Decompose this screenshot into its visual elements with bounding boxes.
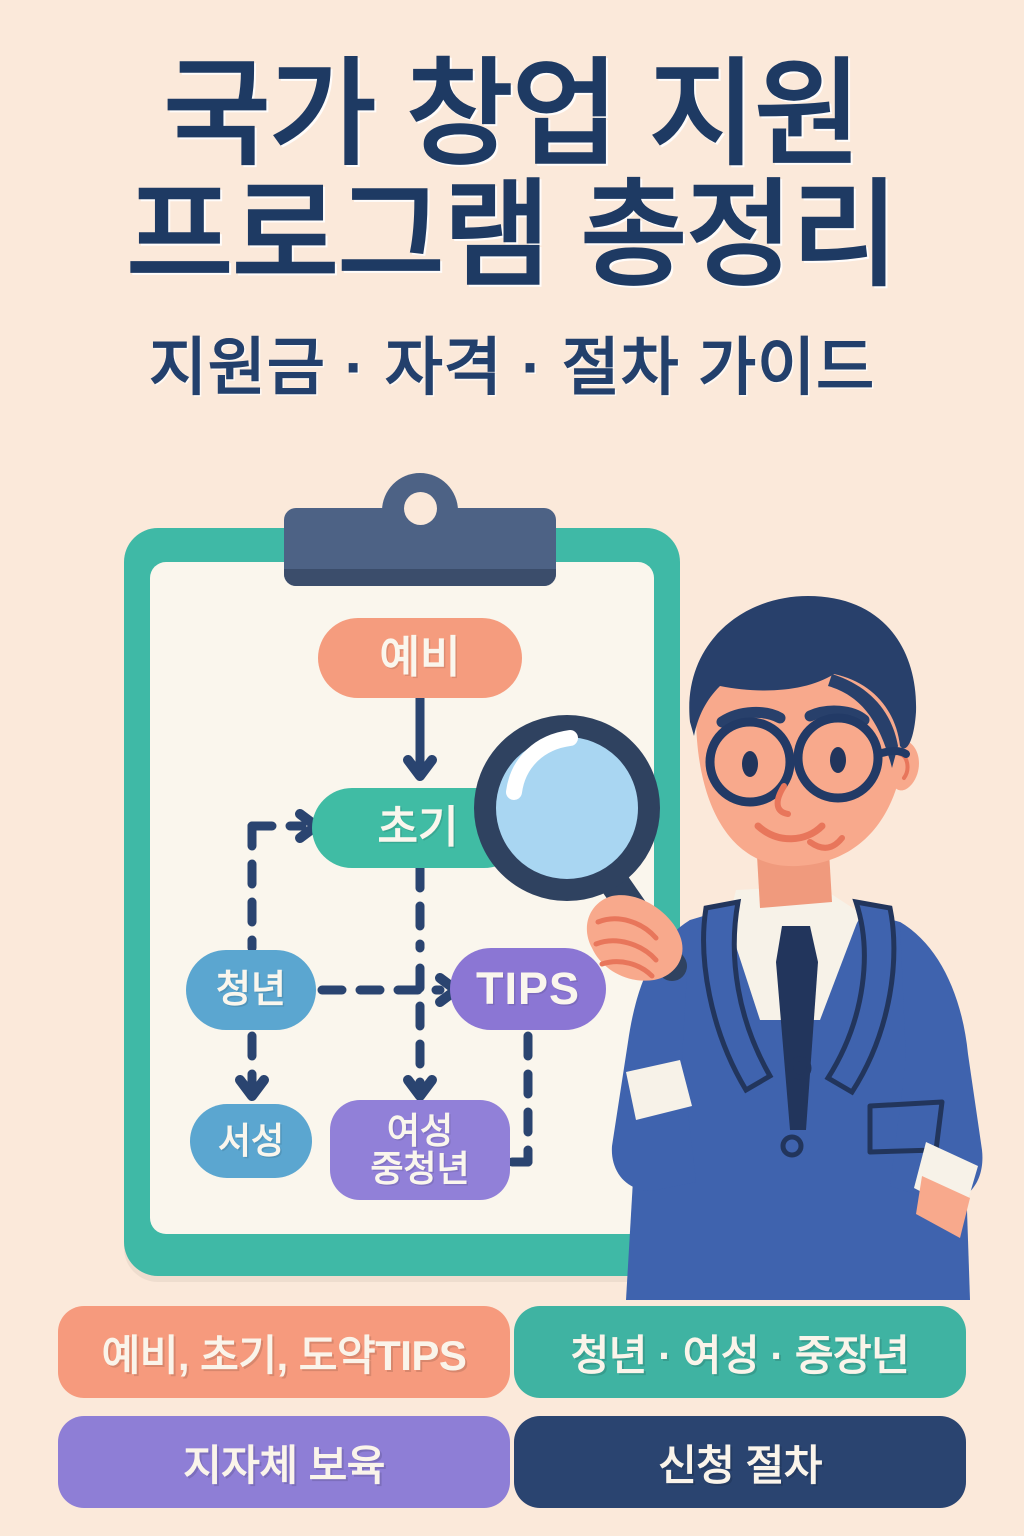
flow-node-yeoseong-label-line2: 중청년 bbox=[370, 1148, 470, 1189]
page-title-line1: 국가 창업 지원 bbox=[163, 49, 862, 179]
eyebrow-left bbox=[716, 707, 786, 728]
glasses-temple bbox=[874, 747, 910, 758]
flow-node-seoseong[interactable]: 서성 bbox=[190, 1104, 312, 1178]
glasses-lens-right bbox=[793, 713, 883, 803]
shirt-cuff-right bbox=[914, 1142, 978, 1214]
flow-node-tips-label: TIPS bbox=[475, 963, 581, 1015]
title-block: 국가 창업 지원 프로그램 총정리 지원금 · 자격 · 절차 가이드 bbox=[0, 54, 1024, 408]
flow-node-cheongnyeon-label: 청년 bbox=[216, 968, 286, 1011]
flow-node-yeoseong[interactable]: 여성 중청년 bbox=[330, 1100, 510, 1200]
necktie bbox=[776, 926, 818, 1130]
glasses-bridge bbox=[786, 754, 802, 764]
eye-right bbox=[830, 747, 846, 773]
suit-right-arm bbox=[890, 922, 983, 1202]
page-title-line2: 프로그램 총정리 bbox=[126, 169, 898, 300]
hand-right bbox=[916, 1176, 970, 1238]
eye-left bbox=[742, 751, 758, 777]
button-demographics[interactable]: 청년 · 여성 · 중장년 bbox=[514, 1306, 966, 1398]
flow-node-yeoseong-label-line1: 여성 bbox=[386, 1109, 454, 1151]
button-demographics-label: 청년 · 여성 · 중장년 bbox=[570, 1331, 910, 1379]
face bbox=[696, 604, 906, 867]
lapel-right bbox=[824, 898, 897, 1096]
shirt-collar-left bbox=[730, 890, 792, 962]
ear bbox=[890, 739, 919, 791]
category-buttons: 예비, 초기, 도약TIPS 청년 · 여성 · 중장년 지자체 보육 신청 절… bbox=[58, 1306, 966, 1508]
ear-detail bbox=[898, 752, 910, 780]
glasses-lens-left bbox=[705, 717, 795, 807]
eyebrow-right bbox=[804, 705, 870, 726]
lapel-left bbox=[701, 898, 774, 1094]
flow-node-yebi[interactable]: 예비 bbox=[318, 618, 522, 698]
suit-button-bottom bbox=[780, 1134, 804, 1158]
hair bbox=[689, 596, 917, 749]
page-subtitle: 지원금 · 자격 · 절차 가이드 bbox=[148, 333, 876, 404]
flow-node-chogi[interactable]: 초기 bbox=[312, 788, 524, 868]
button-stages[interactable]: 예비, 초기, 도약TIPS bbox=[58, 1306, 510, 1398]
suit-button-top bbox=[788, 1056, 812, 1080]
mouth bbox=[754, 822, 826, 843]
neck bbox=[756, 834, 832, 908]
hair-sideburn bbox=[828, 674, 898, 768]
nose bbox=[774, 783, 791, 817]
button-stages-label: 예비, 초기, 도약TIPS bbox=[101, 1331, 467, 1379]
button-application-process[interactable]: 신청 절차 bbox=[514, 1416, 966, 1508]
shirt-collar-right bbox=[794, 888, 862, 960]
flow-node-cheongnyeon[interactable]: 청년 bbox=[186, 950, 316, 1030]
clipboard-clip-hole bbox=[404, 492, 437, 525]
shirt bbox=[728, 886, 858, 1020]
flow-node-yebi-label: 예비 bbox=[379, 632, 461, 682]
button-local-incubation-label: 지자체 보육 bbox=[183, 1441, 385, 1489]
button-local-incubation[interactable]: 지자체 보육 bbox=[58, 1416, 510, 1508]
flow-node-chogi-label: 초기 bbox=[377, 802, 459, 852]
suit-pocket bbox=[867, 1099, 945, 1155]
flow-node-tips[interactable]: TIPS bbox=[450, 948, 606, 1030]
button-application-process-label: 신청 절차 bbox=[658, 1441, 822, 1489]
flow-node-seoseong-label: 서성 bbox=[217, 1119, 285, 1161]
cheek-line bbox=[807, 835, 845, 851]
